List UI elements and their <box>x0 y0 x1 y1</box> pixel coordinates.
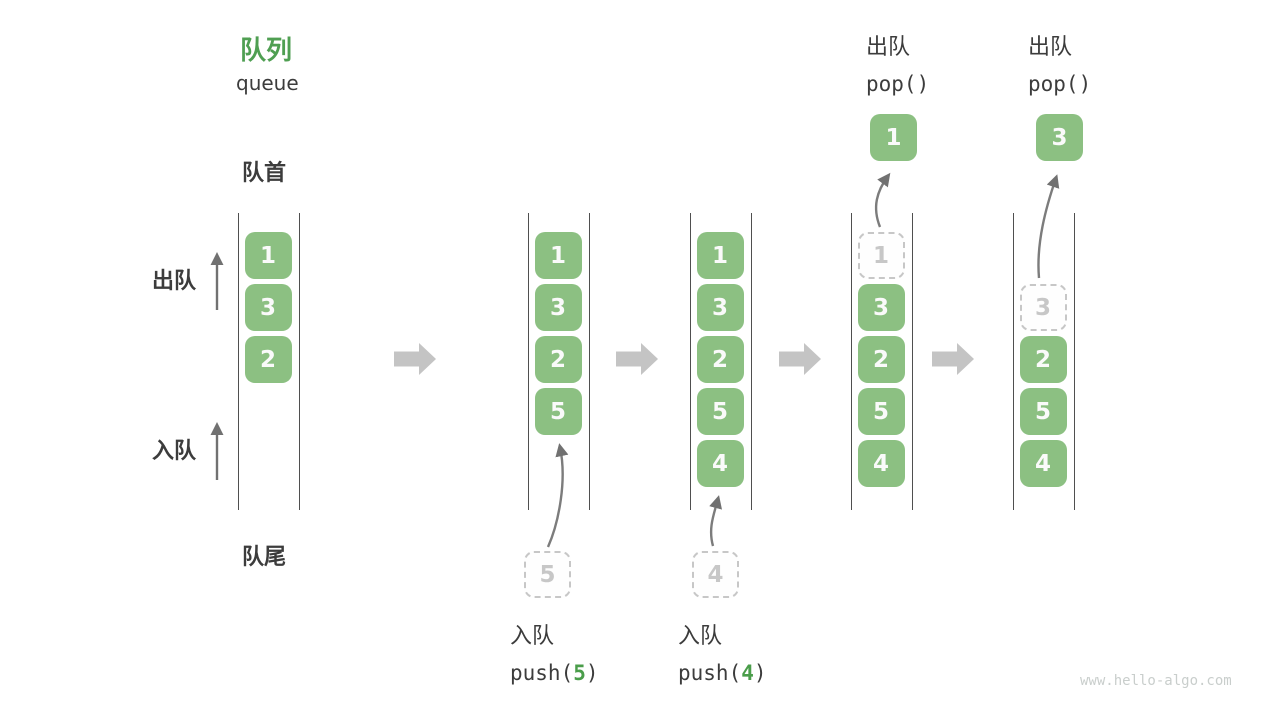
queue-cell: 4 <box>696 440 744 487</box>
dequeue-caption-action: 出队 <box>866 35 911 60</box>
queue-cell: 1 <box>534 232 582 279</box>
queue-cell: 2 <box>696 336 744 383</box>
queue-cell: 1 <box>244 232 292 279</box>
enqueue-caption-code: push(4) <box>678 661 767 685</box>
step-arrow-icon <box>394 343 436 375</box>
step-arrow-icon <box>932 343 974 375</box>
queue-cell: 5 <box>857 388 905 435</box>
enqueue-caption-code: push(5) <box>510 661 599 685</box>
watermark: www.hello-algo.com <box>1080 673 1232 689</box>
dequeue-caption-pop-1: 出队 pop() <box>866 30 929 102</box>
queue-rear-label: 队尾 <box>242 545 287 570</box>
queue-cell: 3 <box>244 284 292 331</box>
enqueue-arrow-4-icon <box>709 495 722 547</box>
queue-cell: 3 <box>534 284 582 331</box>
queue-cell: 2 <box>857 336 905 383</box>
step-arrow-icon <box>616 343 658 375</box>
incoming-cell: 4 <box>692 551 739 598</box>
enqueue-arrow-5-icon <box>546 443 569 548</box>
queue-wall-right <box>1073 213 1075 510</box>
dequeue-caption-code: pop() <box>1028 72 1092 96</box>
enqueue-caption-action: 入队 <box>678 624 723 649</box>
queue-cell: 2 <box>244 336 292 383</box>
queue-wall-right <box>298 213 300 510</box>
enqueue-caption-push4: 入队 push(4) <box>678 619 767 691</box>
dequeue-side-label: 出队 <box>152 269 197 294</box>
dequeue-caption-pop-3: 出队 pop() <box>1028 30 1091 102</box>
popped-cell: 3 <box>1036 114 1083 161</box>
queue-cell: 1 <box>696 232 744 279</box>
queue-wall-left <box>237 213 239 510</box>
pop-arrow-3-icon <box>1037 174 1060 279</box>
step-arrow-icon <box>779 343 821 375</box>
popped-cell: 1 <box>870 114 917 161</box>
queue-wall-right <box>750 213 752 510</box>
enqueue-caption-push5: 入队 push(5) <box>510 619 599 691</box>
queue-cell: 5 <box>534 388 582 435</box>
queue-wall-right <box>911 213 913 510</box>
queue-cell: 3 <box>857 284 905 331</box>
queue-cell: 3 <box>1019 284 1067 331</box>
dequeue-caption-code: pop() <box>866 72 930 96</box>
queue-cell: 5 <box>1019 388 1067 435</box>
queue-cell: 4 <box>857 440 905 487</box>
queue-cell: 1 <box>857 232 905 279</box>
queue-wall-left <box>689 213 691 510</box>
queue-wall-right <box>588 213 590 510</box>
queue-cell: 2 <box>1019 336 1067 383</box>
queue-cell: 3 <box>696 284 744 331</box>
enqueue-side-label: 入队 <box>152 439 197 464</box>
queue-front-label: 队首 <box>242 161 287 186</box>
diagram-title-en: queue <box>236 71 299 95</box>
dequeue-caption-action: 出队 <box>1028 35 1073 60</box>
enqueue-caption-action: 入队 <box>510 624 555 649</box>
queue-cell: 5 <box>696 388 744 435</box>
diagram-title-zh: 队列 <box>240 36 293 66</box>
queue-wall-left <box>850 213 852 510</box>
incoming-cell: 5 <box>524 551 571 598</box>
queue-wall-left <box>1012 213 1014 510</box>
queue-wall-left <box>527 213 529 510</box>
pop-arrow-1-icon <box>874 172 891 228</box>
queue-cell: 2 <box>534 336 582 383</box>
queue-cell: 4 <box>1019 440 1067 487</box>
